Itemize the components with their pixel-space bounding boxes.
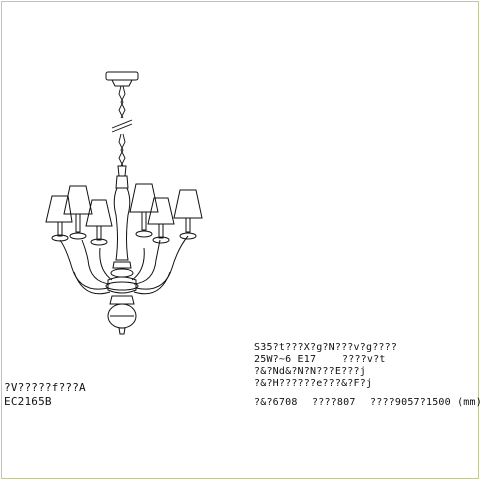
lamp-shade-4 [129,183,159,238]
spec-line-2a: 25W?~6 E17 [254,354,317,365]
dimension-2: ????807 [312,397,356,408]
lamp-shade-6 [173,189,203,240]
dimension-3: ????9057?1500 (mm) [370,397,480,408]
spec-line-4: ?&?H??????e???&?F?j [254,378,373,389]
spec-line-3: ?&?Nd&?N?N???E???j [254,366,366,377]
dimension-1: ?&?6708 [254,397,298,408]
ceiling-canopy [105,71,139,87]
lamp-shade-5 [147,197,175,244]
spec-line-1: S35?t???X?g?N???v?g???? [254,342,398,353]
lamp-shade-3 [85,199,113,246]
central-stem [105,165,139,335]
product-name: ?V?????f???A [4,381,86,394]
chain [111,85,133,167]
lamp-shade-1 [45,195,73,242]
model-code: EC2165B [4,395,52,408]
spec-line-2b: ????v?t [342,354,386,365]
arms [59,235,189,295]
lamp-shade-2 [63,185,93,240]
